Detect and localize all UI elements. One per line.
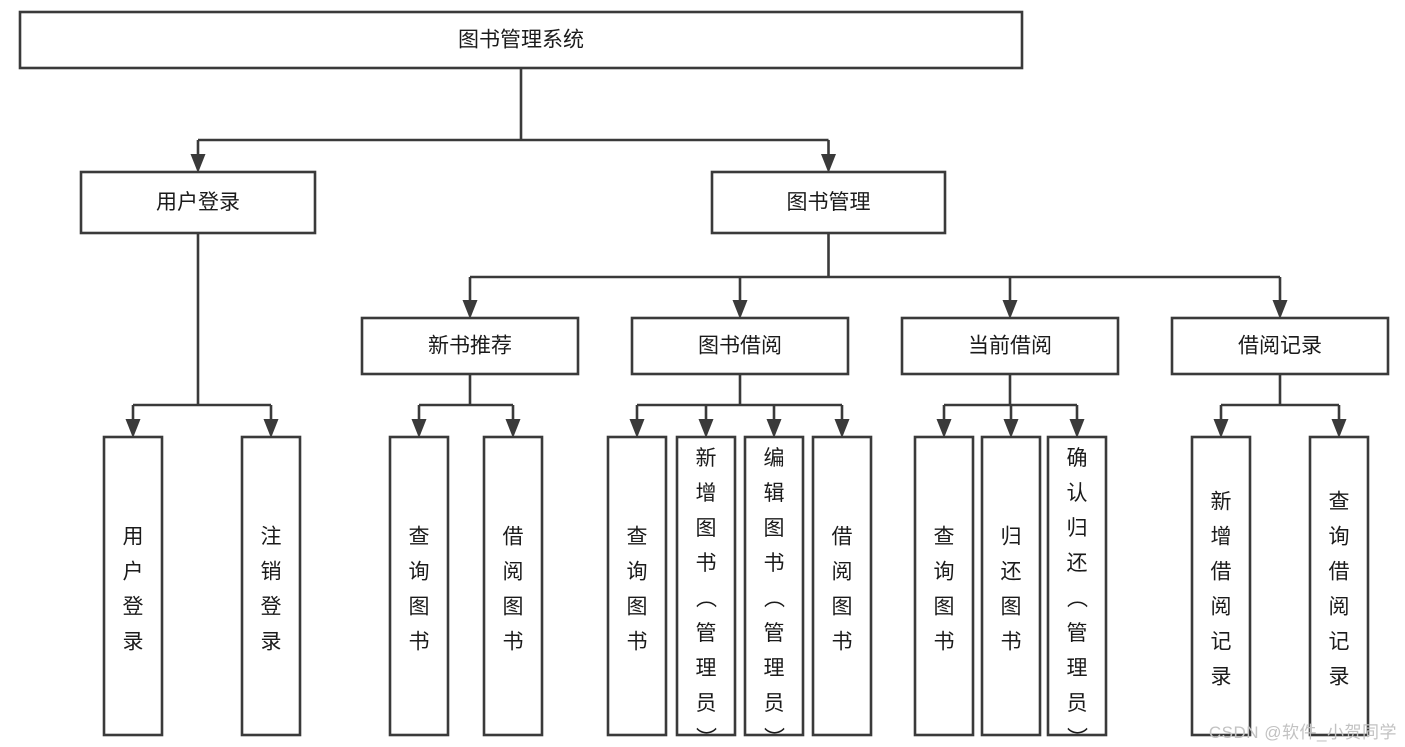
node-book-manage[interactable]: 图书管理 [710,170,947,235]
node-leaf-confirm-return[interactable]: 确认归还（管理员） [1046,435,1108,747]
node-box [1190,435,1252,737]
node-label: 图书借阅 [698,335,782,358]
node-label: 图书管理 [787,191,871,214]
edge-arrowhead [1002,300,1018,319]
node-root[interactable]: 图书管理系统 [18,10,1024,70]
node-box [743,435,805,737]
node-leaf-add-record[interactable]: 新增借阅记录 [1190,435,1252,737]
node-label: 借阅记录 [1238,335,1322,358]
node-label: 当前借阅 [968,335,1052,358]
edge-arrowhead [1069,419,1085,438]
node-leaf-logout[interactable]: 注销登录 [240,435,302,737]
node-box [1308,435,1370,737]
edge-arrowhead [125,419,141,438]
node-leaf-query-book-1[interactable]: 查询图书 [388,435,450,737]
node-leaf-query-book-3[interactable]: 查询图书 [913,435,975,737]
node-label: 确认归还（管理员） [1067,447,1089,747]
edge-arrowhead [821,154,836,173]
node-label: 编辑图书（管理员） [764,447,786,747]
node-label: 新书推荐 [428,335,512,358]
node-book-borrow[interactable]: 图书借阅 [630,316,850,376]
node-box [811,435,873,737]
node-box [102,435,164,737]
node-label: 用户登录 [123,525,144,653]
node-label: 用户登录 [156,191,240,214]
edge-arrowhead [834,419,850,438]
node-box [360,316,580,376]
node-box [482,435,544,737]
node-leaf-query-book-2[interactable]: 查询图书 [606,435,668,737]
edge-arrowhead [411,419,427,438]
edge-arrowhead [732,300,748,319]
node-leaf-borrow-book-2[interactable]: 借阅图书 [811,435,873,737]
node-box [606,435,668,737]
node-label: 借阅图书 [832,525,853,653]
node-current-borrow[interactable]: 当前借阅 [900,316,1120,376]
node-label: 查询图书 [627,525,648,653]
edge-arrowhead [1213,419,1229,438]
edge-arrowhead [629,419,645,438]
node-label: 借阅图书 [503,525,524,653]
node-box [900,316,1120,376]
edges-layer [125,68,1347,438]
node-leaf-user-login[interactable]: 用户登录 [102,435,164,737]
node-box [913,435,975,737]
node-box [388,435,450,737]
node-label: 查询图书 [409,525,430,653]
edge-arrowhead [766,419,782,438]
node-leaf-query-record[interactable]: 查询借阅记录 [1308,435,1370,737]
edge-arrowhead [505,419,521,438]
node-box [980,435,1042,737]
node-box [630,316,850,376]
node-leaf-borrow-book-1[interactable]: 借阅图书 [482,435,544,737]
node-leaf-return-book[interactable]: 归还图书 [980,435,1042,737]
node-box [1170,316,1390,376]
node-label: 注销登录 [261,525,282,653]
edge-arrowhead [263,419,279,438]
node-box [18,10,1024,70]
nodes-layer: 图书管理系统用户登录图书管理新书推荐图书借阅当前借阅借阅记录用户登录注销登录查询… [18,10,1390,747]
node-label: 新增借阅记录 [1211,490,1232,688]
edge-arrowhead [1003,419,1019,438]
edge-arrowhead [462,300,478,319]
node-box [79,170,317,235]
node-box [240,435,302,737]
node-label: 归还图书 [1001,525,1022,653]
edge-arrowhead [1331,419,1347,438]
node-label: 查询图书 [934,525,955,653]
node-box [1046,435,1108,737]
node-borrow-record[interactable]: 借阅记录 [1170,316,1390,376]
node-label: 查询借阅记录 [1329,490,1350,688]
edge-arrowhead [190,154,206,173]
edge-arrowhead [936,419,952,438]
node-user-login[interactable]: 用户登录 [79,170,317,235]
node-label: 图书管理系统 [458,29,584,52]
node-box [710,170,947,235]
node-label: 新增图书（管理员） [696,447,718,747]
node-new-book-rec[interactable]: 新书推荐 [360,316,580,376]
edge-arrowhead [1272,300,1288,319]
watermark-label: CSDN @软件_小贺同学 [1208,723,1397,742]
edge-arrowhead [698,419,714,438]
node-leaf-add-book[interactable]: 新增图书（管理员） [675,435,737,747]
node-leaf-edit-book[interactable]: 编辑图书（管理员） [743,435,805,747]
node-box [675,435,737,737]
